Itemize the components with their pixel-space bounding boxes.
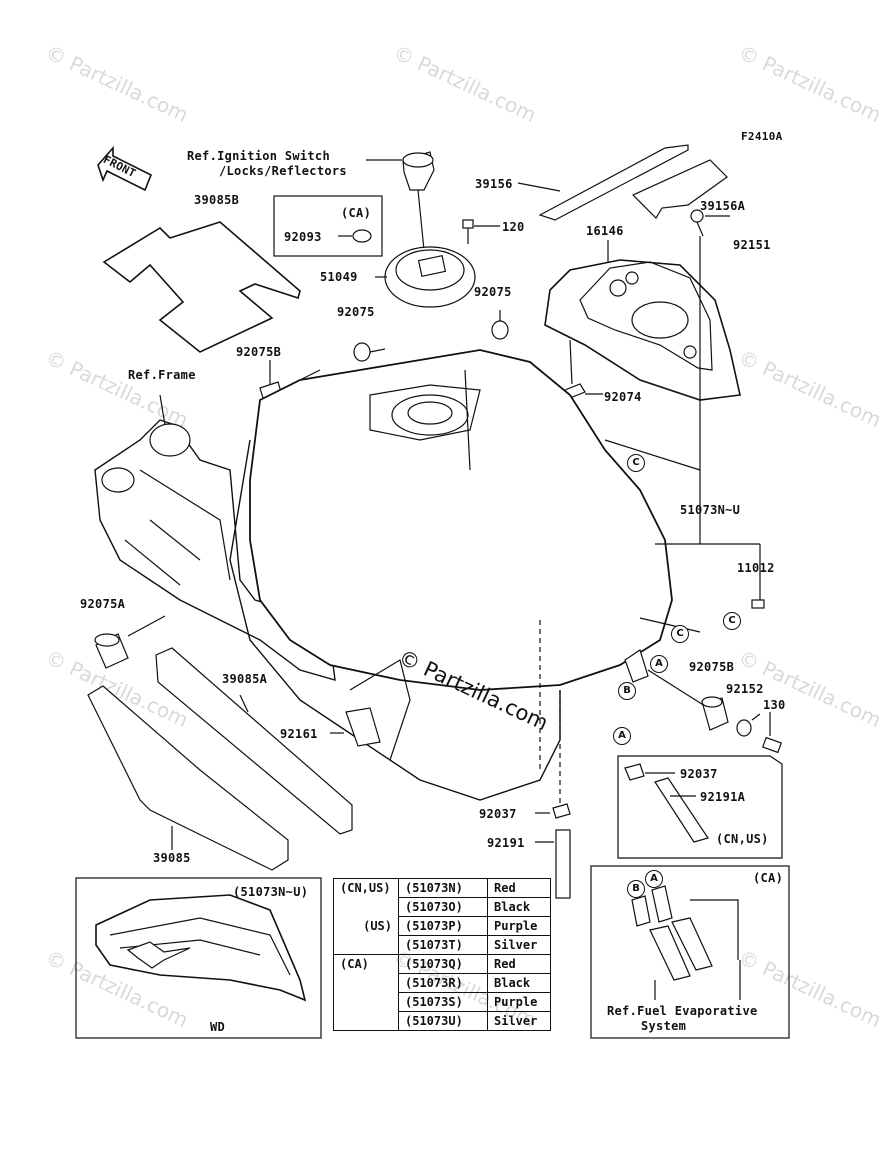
market-cell [333,973,399,993]
trim-39156a-shape [631,159,728,219]
part-label-51049[interactable]: 51049 [320,270,358,284]
trim-39156-shape [538,144,689,221]
ref-ignition-switch-line2[interactable]: /Locks/Reflectors [219,164,347,178]
part-label-120[interactable]: 120 [502,220,525,234]
market-cell: (US) [333,916,399,936]
part-label-11012[interactable]: 11012 [737,561,775,575]
inset-emblem-shape [126,941,191,969]
table-row: (51073T) Silver [333,935,551,955]
part-label-92037[interactable]: 92037 [479,807,517,821]
color-variant-table: (CN,US) (51073N) Red (51073O) Black (US)… [333,878,551,1031]
callout-a: A [613,727,631,745]
part-label-92075b-lower[interactable]: 92075B [689,660,735,674]
part-label-39085[interactable]: 39085 [153,851,191,865]
part-label-92151[interactable]: 92151 [733,238,771,252]
part-label-39156a[interactable]: 39156A [700,199,746,213]
part-label-92075b-upper[interactable]: 92075B [236,345,282,359]
part-label-92075a[interactable]: 92075A [80,597,126,611]
part-label-39085b[interactable]: 39085B [194,193,240,207]
color-cell: Red [487,878,551,898]
market-tag-ca: (CA) [341,206,372,220]
code-cell[interactable]: (51073O) [398,897,488,917]
front-arrow-icon [97,145,153,192]
code-cell[interactable]: (51073U) [398,1011,488,1031]
callout-b: B [627,880,645,898]
color-cell: Purple [487,916,551,936]
table-row: (CN,US) (51073N) Red [333,878,551,898]
fuel-tank-shape [249,349,673,691]
hose-92191a-shape [654,777,709,843]
code-cell[interactable]: (51073P) [398,916,488,936]
part-label-92191[interactable]: 92191 [487,836,525,850]
pad-39085a-shape [155,647,353,835]
part-label-92093[interactable]: 92093 [284,230,322,244]
part-label-92075-right[interactable]: 92075 [474,285,512,299]
market-cell: (CN,US) [333,878,399,898]
ref-ignition-switch[interactable]: Ref.Ignition Switch [187,149,330,163]
ref-fuel-evaporative-line2[interactable]: System [641,1019,687,1033]
inset-range-tag: (51073N~U) [233,885,309,899]
color-cell: Black [487,897,551,917]
table-row: (51073S) Purple [333,992,551,1012]
market-cell: (CA) [333,954,399,974]
table-row: (51073R) Black [333,973,551,993]
inset-fuel-tank-shape [95,894,307,1002]
color-cell: Silver [487,935,551,955]
callout-c: C [723,612,741,630]
market-cell [333,1011,399,1031]
color-cell: Silver [487,1011,551,1031]
part-label-92075-left[interactable]: 92075 [337,305,375,319]
market-cell [333,992,399,1012]
color-cell: Purple [487,992,551,1012]
code-cell[interactable]: (51073S) [398,992,488,1012]
part-label-92152[interactable]: 92152 [726,682,764,696]
callout-a: A [645,870,663,888]
table-row: (CA) (51073Q) Red [333,954,551,974]
diagram-code: F2410A [741,130,783,143]
part-label-92037-cn-us[interactable]: 92037 [680,767,718,781]
code-cell[interactable]: (51073T) [398,935,488,955]
color-cell: Black [487,973,551,993]
pad-39085-shape [87,685,289,871]
part-label-92191a[interactable]: 92191A [700,790,746,804]
code-cell[interactable]: (51073R) [398,973,488,993]
part-label-92074[interactable]: 92074 [604,390,642,404]
market-tag-ca-right: (CA) [753,871,784,885]
clip-92037-shape [624,763,645,781]
part-label-16146[interactable]: 16146 [586,224,624,238]
console-16146-shape [544,259,741,401]
part-label-130[interactable]: 130 [763,698,786,712]
color-cell: Red [487,954,551,974]
part-label-92161[interactable]: 92161 [280,727,318,741]
callout-b: B [618,682,636,700]
table-row: (51073O) Black [333,897,551,917]
callout-a: A [650,655,668,673]
table-row: (US) (51073P) Purple [333,916,551,936]
washer-92093-shape [352,229,372,243]
callout-c: C [627,454,645,472]
market-tag-cn-us: (CN,US) [716,832,769,846]
ref-frame[interactable]: Ref.Frame [128,368,196,382]
market-cell [333,897,399,917]
ref-fuel-evaporative[interactable]: Ref.Fuel Evaporative [607,1004,758,1018]
part-label-39156[interactable]: 39156 [475,177,513,191]
part-label-39085a[interactable]: 39085A [222,672,268,686]
callout-c: C [671,625,689,643]
table-row: (51073U) Silver [333,1011,551,1031]
code-cell[interactable]: (51073N) [398,878,488,898]
code-cell[interactable]: (51073Q) [398,954,488,974]
part-label-51073n-u[interactable]: 51073N~U [680,503,741,517]
inset-wd-label: WD [210,1020,226,1034]
pad-39085b-shape [102,221,301,353]
market-cell [333,935,399,955]
